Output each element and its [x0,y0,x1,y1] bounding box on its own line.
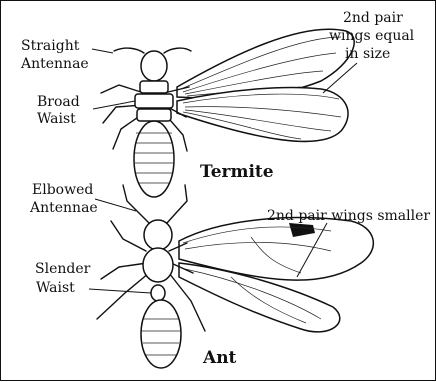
leader-termite-antennae [92,49,113,53]
termite-abdomen [134,121,174,197]
label-in-size: in size [345,46,390,62]
label-wings-equal: wings equal [329,28,415,44]
termite-head [141,51,167,81]
label-2nd-pair-wings-smaller: 2nd pair wings smaller [267,208,430,224]
ant-gaster [141,300,181,368]
ant-thorax [143,248,173,282]
ant-head [144,220,172,250]
termite-title: Termite [200,162,274,182]
label-straight: Straight [21,38,80,54]
label-antennae-ant: Antennae [29,200,98,216]
label-antennae-termite: Antennae [20,56,89,72]
leader-ant-waist [89,289,151,293]
ant-antenna-right [167,185,187,223]
termite-antenna-right [164,48,191,53]
termite-antenna-left [114,48,144,53]
termite-thorax [140,81,168,93]
ant-petiole [151,285,165,301]
label-elbowed: Elbowed [32,182,93,198]
leader-ant-antennae [95,199,136,211]
ant-wings [179,218,373,332]
leader-termite-waist [93,101,135,109]
label-broad: Broad [37,94,80,110]
termite-wings [177,29,354,141]
label-slender: Slender [35,261,91,277]
label-2nd-pair: 2nd pair [343,10,403,26]
ant-title: Ant [202,348,237,368]
label-waist-ant: Waist [36,280,75,296]
label-waist-termite: Waist [37,111,76,127]
